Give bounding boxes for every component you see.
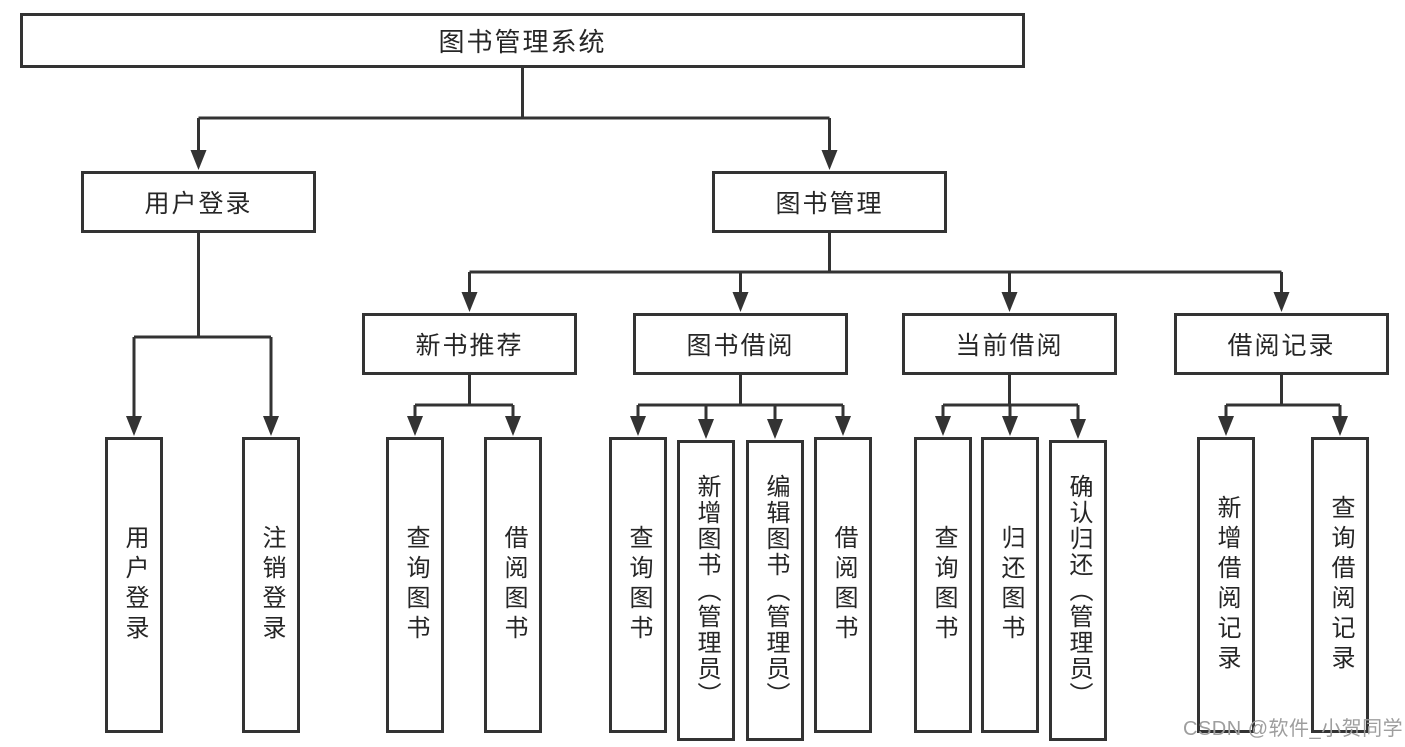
arrow-down-icon	[1002, 416, 1018, 436]
node-borrowing-records: 借阅记录	[1174, 313, 1389, 375]
arrow-down-icon	[263, 416, 279, 436]
arrow-down-icon	[1273, 292, 1290, 312]
leaf-add-books-admin: 新增图书（管理员）	[677, 440, 735, 741]
leaf-logout-login: 注销登录	[242, 437, 300, 733]
arrow-down-icon	[767, 419, 783, 439]
leaf-query-books-current: 查询图书	[914, 437, 972, 733]
arrow-down-icon	[461, 292, 478, 312]
leaf-query-books-recommend: 查询图书	[386, 437, 444, 733]
leaf-add-borrow-record: 新增借阅记录	[1197, 437, 1255, 733]
arrow-down-icon	[1001, 292, 1018, 312]
node-book-management: 图书管理	[712, 171, 947, 233]
node-book-borrowing: 图书借阅	[633, 313, 848, 375]
arrow-down-icon	[1070, 419, 1086, 439]
arrow-down-icon	[407, 416, 423, 436]
leaf-query-books-borrowing: 查询图书	[609, 437, 667, 733]
arrow-down-icon	[190, 150, 207, 170]
arrow-down-icon	[505, 416, 521, 436]
leaf-confirm-return-admin: 确认归还（管理员）	[1049, 440, 1107, 741]
leaf-edit-books-admin: 编辑图书（管理员）	[746, 440, 804, 741]
node-user-login: 用户登录	[81, 171, 316, 233]
arrow-down-icon	[732, 292, 749, 312]
arrow-down-icon	[126, 416, 142, 436]
arrow-down-icon	[935, 416, 951, 436]
arrow-down-icon	[835, 416, 851, 436]
arrow-down-icon	[1332, 416, 1348, 436]
leaf-return-books: 归还图书	[981, 437, 1039, 733]
node-library-management-system: 图书管理系统	[20, 13, 1025, 68]
watermark: CSDN @软件_小贺同学	[1183, 718, 1404, 740]
arrow-down-icon	[698, 419, 714, 439]
node-new-book-recommendation: 新书推荐	[362, 313, 577, 375]
leaf-user-login: 用户登录	[105, 437, 163, 733]
arrow-down-icon	[1218, 416, 1234, 436]
leaf-query-borrow-record: 查询借阅记录	[1311, 437, 1369, 733]
leaf-borrow-books-borrowing: 借阅图书	[814, 437, 872, 733]
node-current-borrowing: 当前借阅	[902, 313, 1117, 375]
leaf-borrow-books-recommend: 借阅图书	[484, 437, 542, 733]
arrow-down-icon	[821, 150, 838, 170]
arrow-down-icon	[630, 416, 646, 436]
